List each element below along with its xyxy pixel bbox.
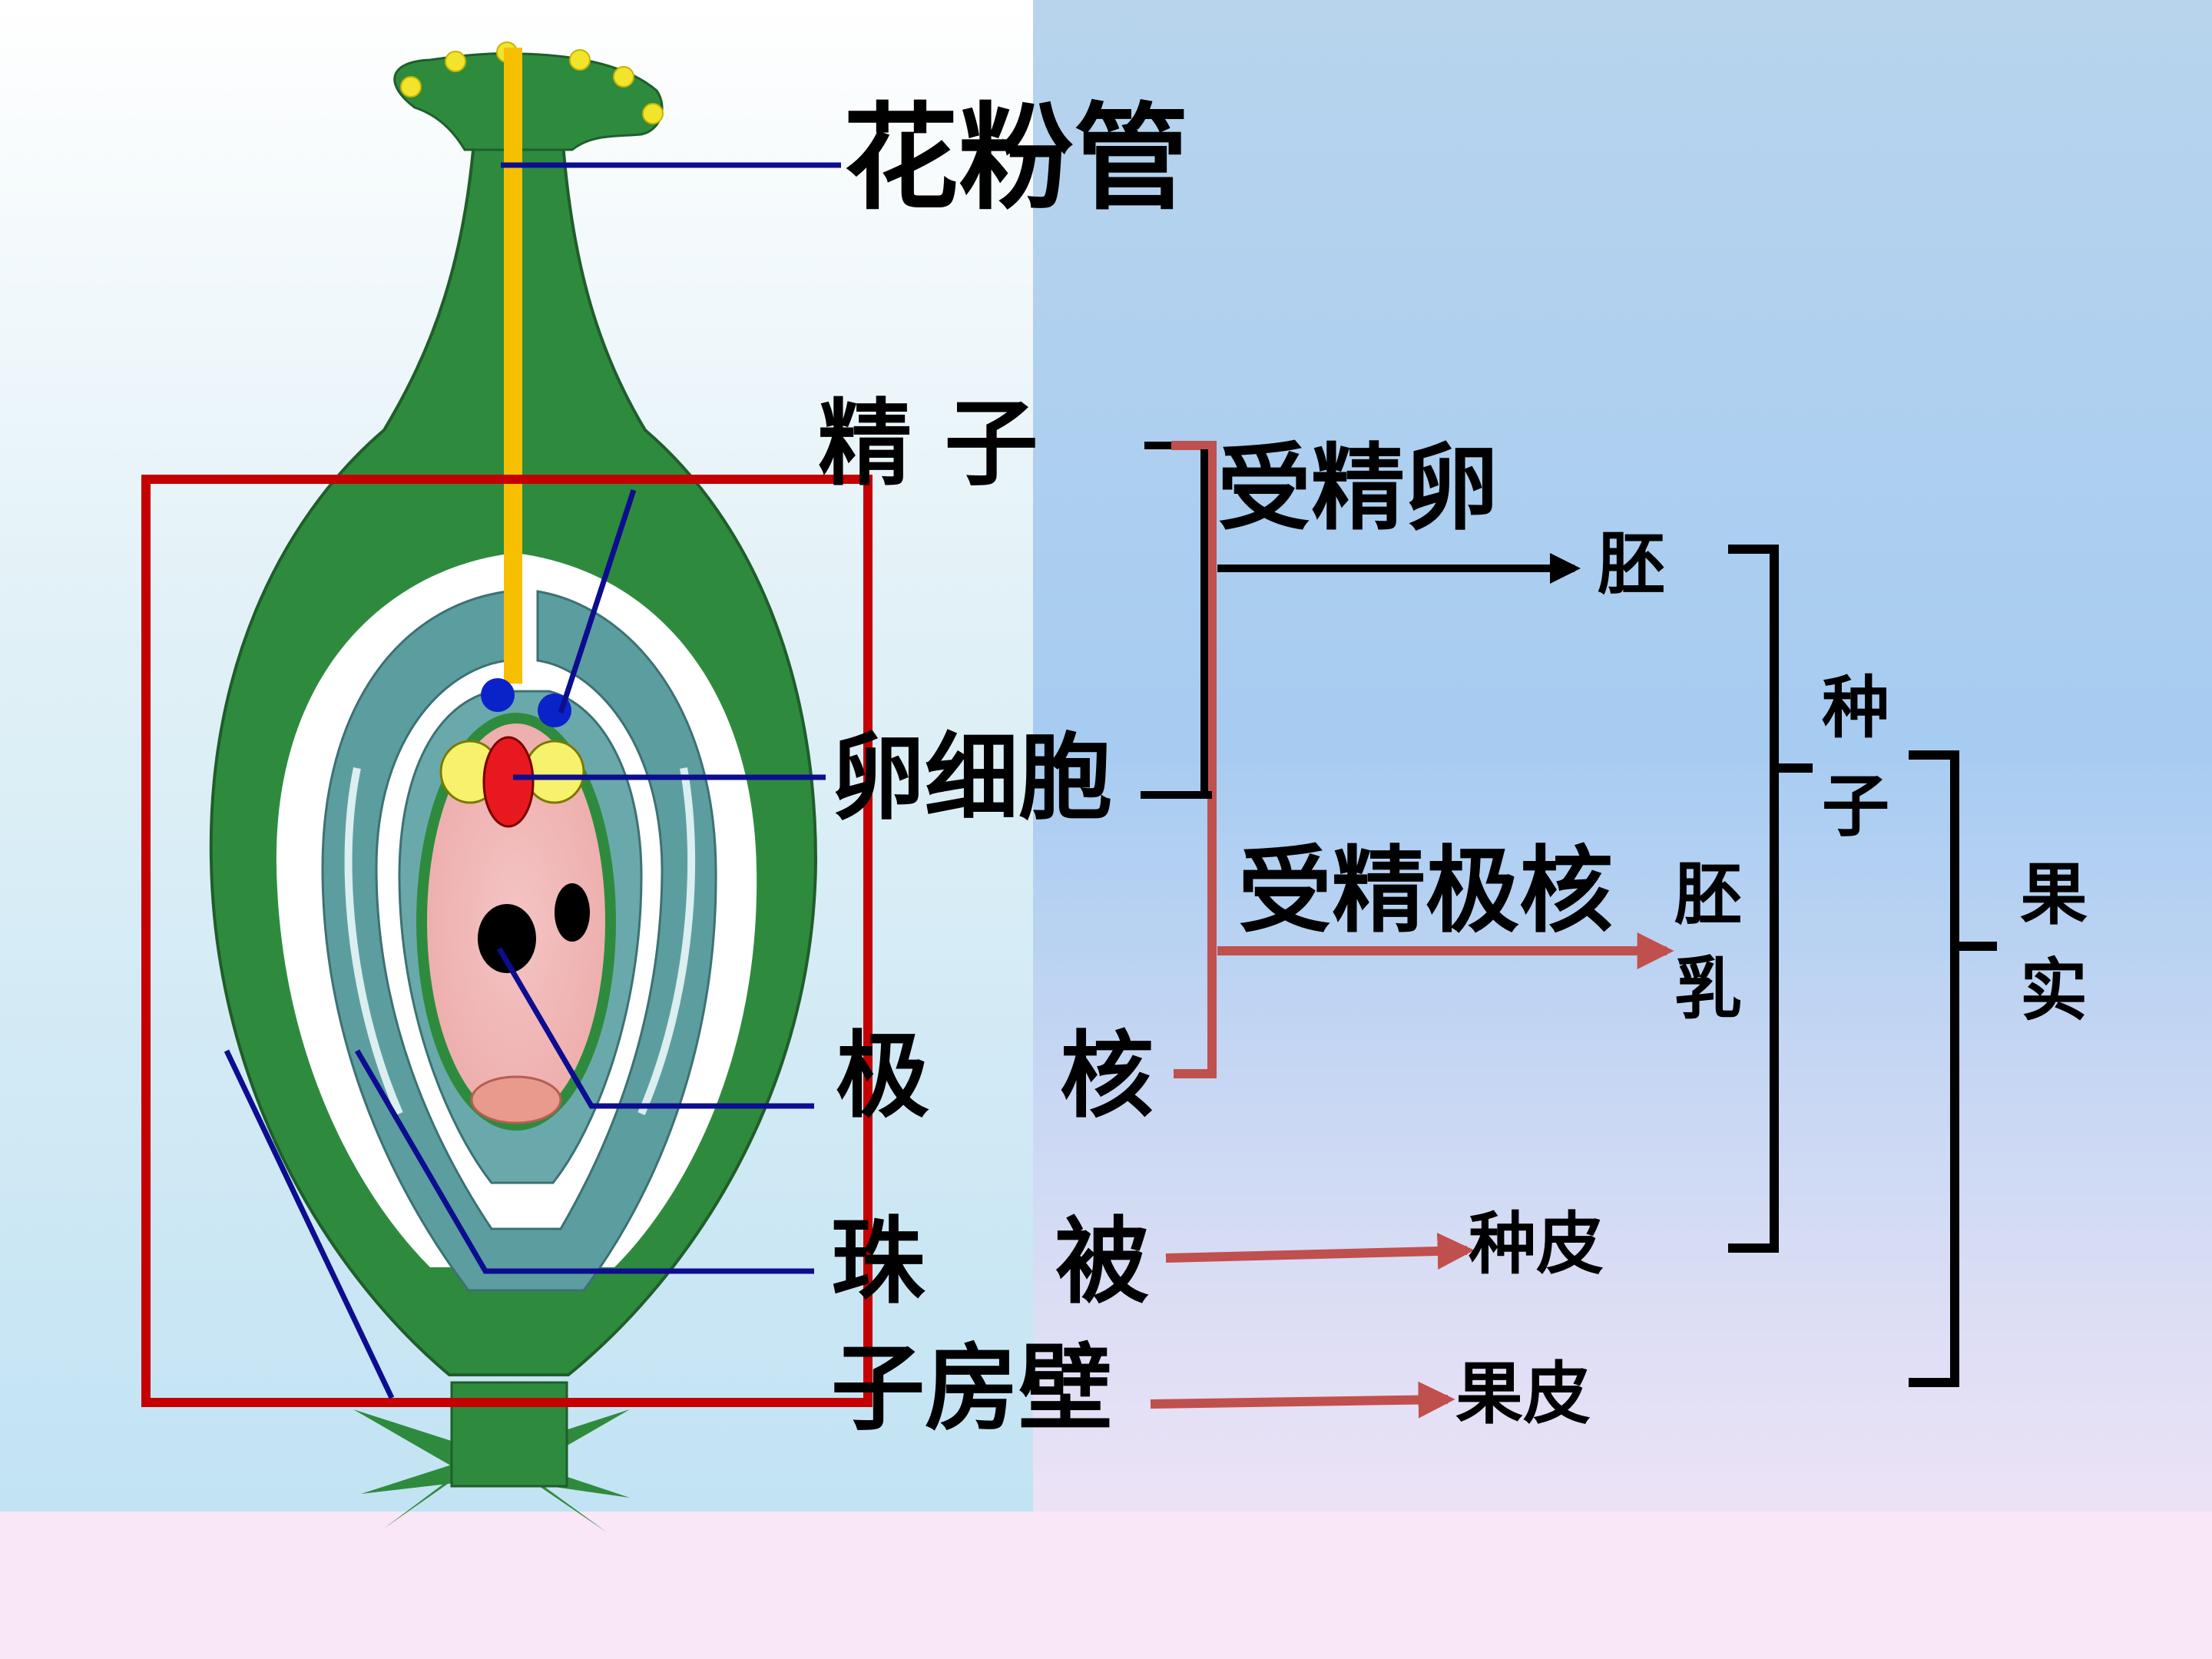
label-egg-cell: 卵细胞 (831, 722, 1112, 833)
fertilization-flow: 受精卵 胚 受精极核 胚 乳 种皮 果皮 种 子 果 实 (1141, 432, 2088, 1433)
leader-integument (354, 1049, 814, 1274)
pollen-grains (400, 41, 664, 124)
leader-polar-nuclei (496, 947, 814, 1109)
label-embryo: 胚 (1598, 524, 1665, 604)
label-pollen-tube: 花粉管 (843, 91, 1189, 226)
label-seed-2: 子 (1822, 766, 1889, 846)
integument-groove-right (637, 767, 696, 1115)
label-ovary-wall: 子房壁 (831, 1333, 1112, 1443)
label-seed-coat: 种皮 (1469, 1204, 1604, 1283)
label-sperm: 精 子 (818, 388, 1038, 498)
bracket-fruit (1909, 750, 1959, 1387)
outer-integument (321, 590, 717, 1292)
label-endosperm-2: 乳 (1674, 949, 1742, 1028)
bracket-seed (1728, 545, 1779, 1253)
egg-cell-shape (482, 736, 535, 828)
label-polar-nuclei: 极 核 (836, 1020, 1154, 1131)
label-fertilized-egg: 受精卵 (1217, 432, 1498, 543)
label-integument: 珠 被 (831, 1206, 1149, 1316)
leader-ovary-wall (224, 1049, 395, 1399)
label-endosperm-1: 胚 (1674, 854, 1742, 934)
label-fertilized-polar-nuclei: 受精极核 (1238, 835, 1613, 945)
polar-nucleus-1 (478, 904, 536, 973)
synergid-right (524, 740, 585, 804)
highlight-box (141, 475, 873, 1407)
pollen-tube-shape (504, 48, 522, 684)
bracket-red (1171, 441, 1217, 1078)
label-pericarp: 果皮 (1455, 1353, 1591, 1433)
background-bottom-band (0, 1512, 2212, 1659)
part-labels: 花粉管 精 子 卵细胞 极 核 珠 被 子房壁 (818, 91, 1189, 1443)
label-seed-1: 种 (1822, 667, 1889, 747)
leader-lines (224, 162, 841, 1399)
label-fruit-2: 实 (2020, 950, 2088, 1030)
stigma (393, 51, 664, 151)
integument-groove-left (344, 767, 403, 1115)
label-fruit-1: 果 (2020, 854, 2088, 934)
arrow-to-seed-coat (1165, 1232, 1475, 1270)
leader-sperm (558, 488, 637, 714)
arrow-to-pericarp (1150, 1381, 1455, 1419)
antipodal-cells (470, 1075, 562, 1124)
polar-nucleus-2 (555, 883, 590, 942)
sperm-cell-1 (481, 678, 515, 712)
